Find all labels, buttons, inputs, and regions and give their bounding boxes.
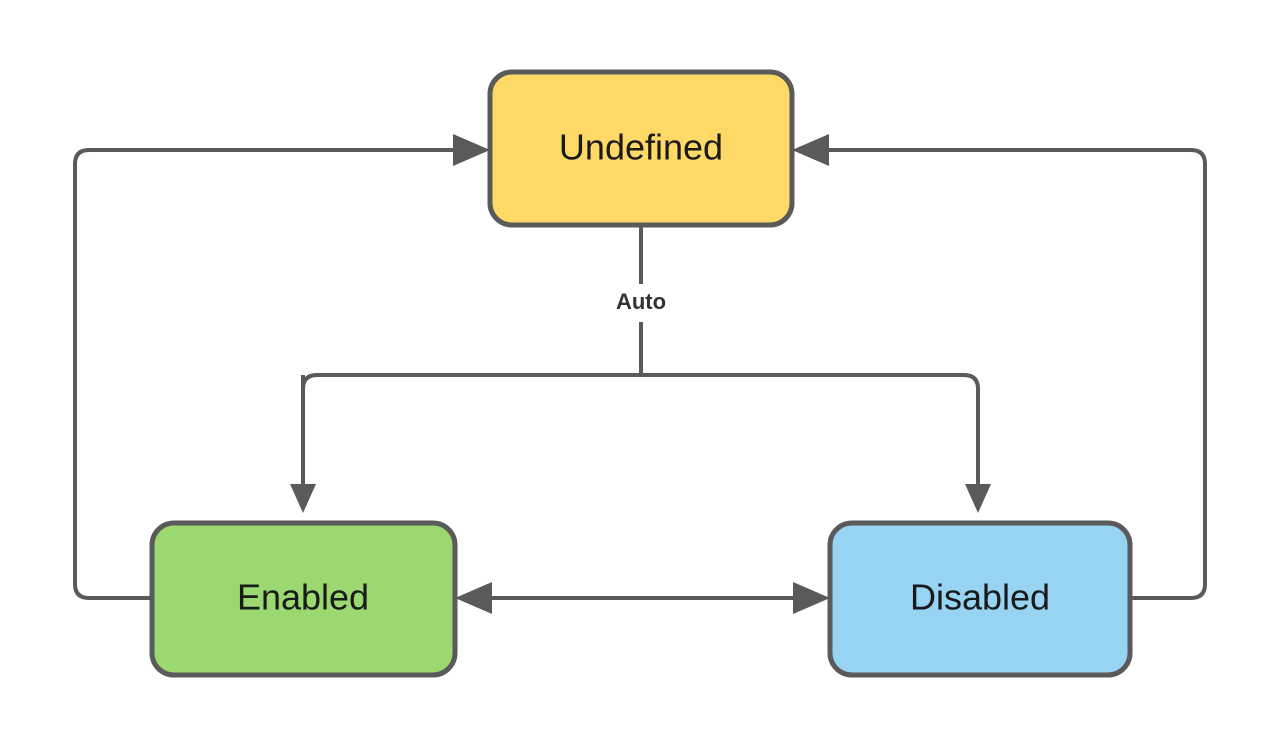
node-enabled-box[interactable] (149, 520, 458, 678)
node-disabled[interactable]: Disabled (827, 520, 1133, 678)
arrowhead-into-disabled-left (793, 582, 830, 614)
edge-segment-left-loop (73, 148, 455, 600)
edge-branch-placeholder (301, 375, 305, 391)
edge-enabled-disabled (455, 582, 830, 614)
edge-disabled-to-undefined (792, 134, 1207, 600)
edge-undefined-to-split (290, 225, 991, 513)
node-disabled-box[interactable] (827, 520, 1133, 678)
edge-branch-left (301, 373, 641, 487)
node-undefined-label: Undefined (559, 127, 723, 168)
arrowhead-into-enabled-right (455, 582, 492, 614)
edge-label-auto: Auto (616, 289, 666, 314)
node-undefined-box[interactable] (487, 69, 795, 228)
node-enabled[interactable]: Enabled (149, 520, 458, 678)
arrowhead-into-disabled-top (965, 484, 991, 513)
edge-segment-right-loop (827, 148, 1207, 600)
arrowhead-into-enabled-top (290, 484, 316, 513)
edge-branch-right (641, 373, 980, 487)
arrowhead-into-undefined-left (453, 134, 490, 166)
node-disabled-label: Disabled (910, 577, 1050, 618)
node-enabled-label: Enabled (237, 577, 369, 618)
edge-enabled-to-undefined (73, 134, 490, 600)
node-undefined[interactable]: Undefined (487, 69, 795, 228)
arrowhead-into-undefined-right (792, 134, 829, 166)
